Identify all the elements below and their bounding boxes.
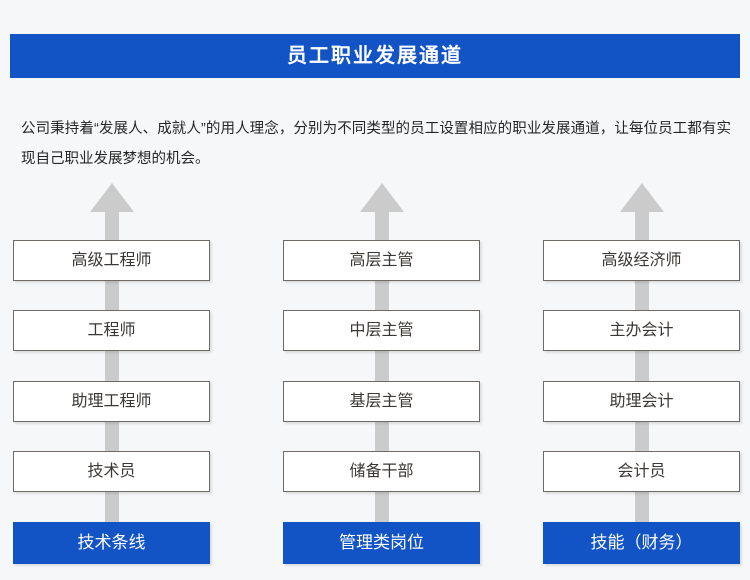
level-box: 高级工程师 (13, 240, 210, 281)
up-arrow-icon (89, 183, 134, 212)
page-title: 员工职业发展通道 (287, 45, 463, 67)
intro-paragraph: 公司秉持着“发展人、成就人”的用人理念，分别为不同类型的员工设置相应的职业发展通… (21, 120, 731, 167)
level-box: 中层主管 (283, 310, 480, 351)
channel-column-technical: 高级工程师 工程师 助理工程师 技术员 技术条线 (13, 0, 210, 580)
level-box: 技术员 (13, 451, 210, 492)
level-box: 助理工程师 (13, 381, 210, 422)
channel-column-finance-skills: 高级经济师 主办会计 助理会计 会计员 技能（财务） (543, 0, 740, 580)
up-arrow-shaft (634, 211, 649, 522)
channel-name-box: 管理类岗位 (283, 522, 480, 564)
level-box: 储备干部 (283, 451, 480, 492)
channel-name-box: 技能（财务） (543, 522, 740, 564)
channel-column-management: 高层主管 中层主管 基层主管 储备干部 管理类岗位 (283, 0, 480, 580)
level-box: 工程师 (13, 310, 210, 351)
level-box: 基层主管 (283, 381, 480, 422)
up-arrow-icon (619, 183, 664, 212)
level-box: 助理会计 (543, 381, 740, 422)
up-arrow-shaft (104, 211, 119, 522)
up-arrow-icon (359, 183, 404, 212)
up-arrow-shaft (374, 211, 389, 522)
level-box: 主办会计 (543, 310, 740, 351)
level-box: 高级经济师 (543, 240, 740, 281)
level-box: 会计员 (543, 451, 740, 492)
page-title-banner: 员工职业发展通道 (10, 34, 740, 78)
channel-name-box: 技术条线 (13, 522, 210, 564)
level-box: 高层主管 (283, 240, 480, 281)
